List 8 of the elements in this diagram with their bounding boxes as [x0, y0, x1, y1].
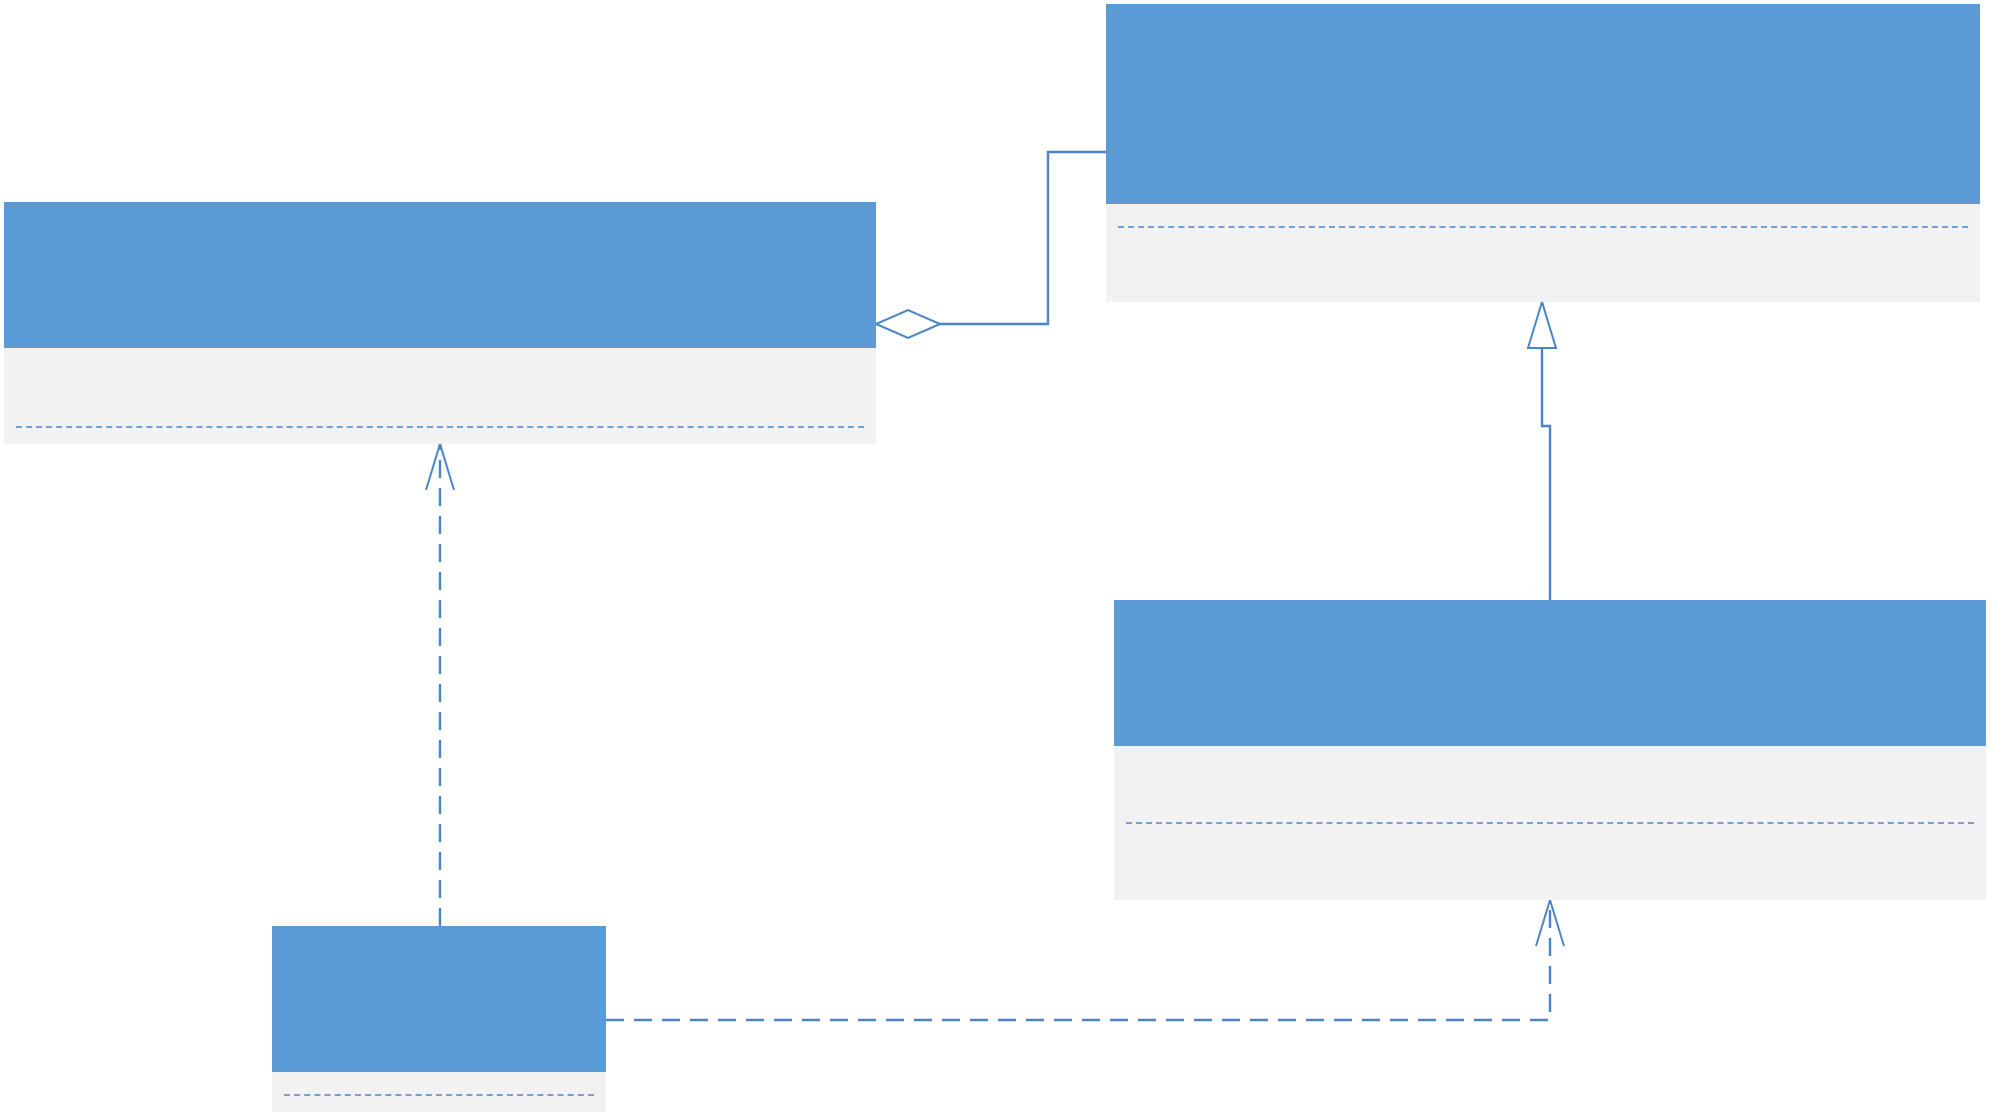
- dependency-arrow: [425, 443, 455, 926]
- dependency-arrow: [606, 899, 1565, 1022]
- aggregation-connector: [875, 150, 1106, 339]
- class-box: [272, 926, 606, 1112]
- class-box: [1114, 600, 1986, 900]
- generalization-arrow: [1527, 301, 1557, 600]
- class-box: [1106, 4, 1980, 302]
- class-box: [4, 202, 876, 444]
